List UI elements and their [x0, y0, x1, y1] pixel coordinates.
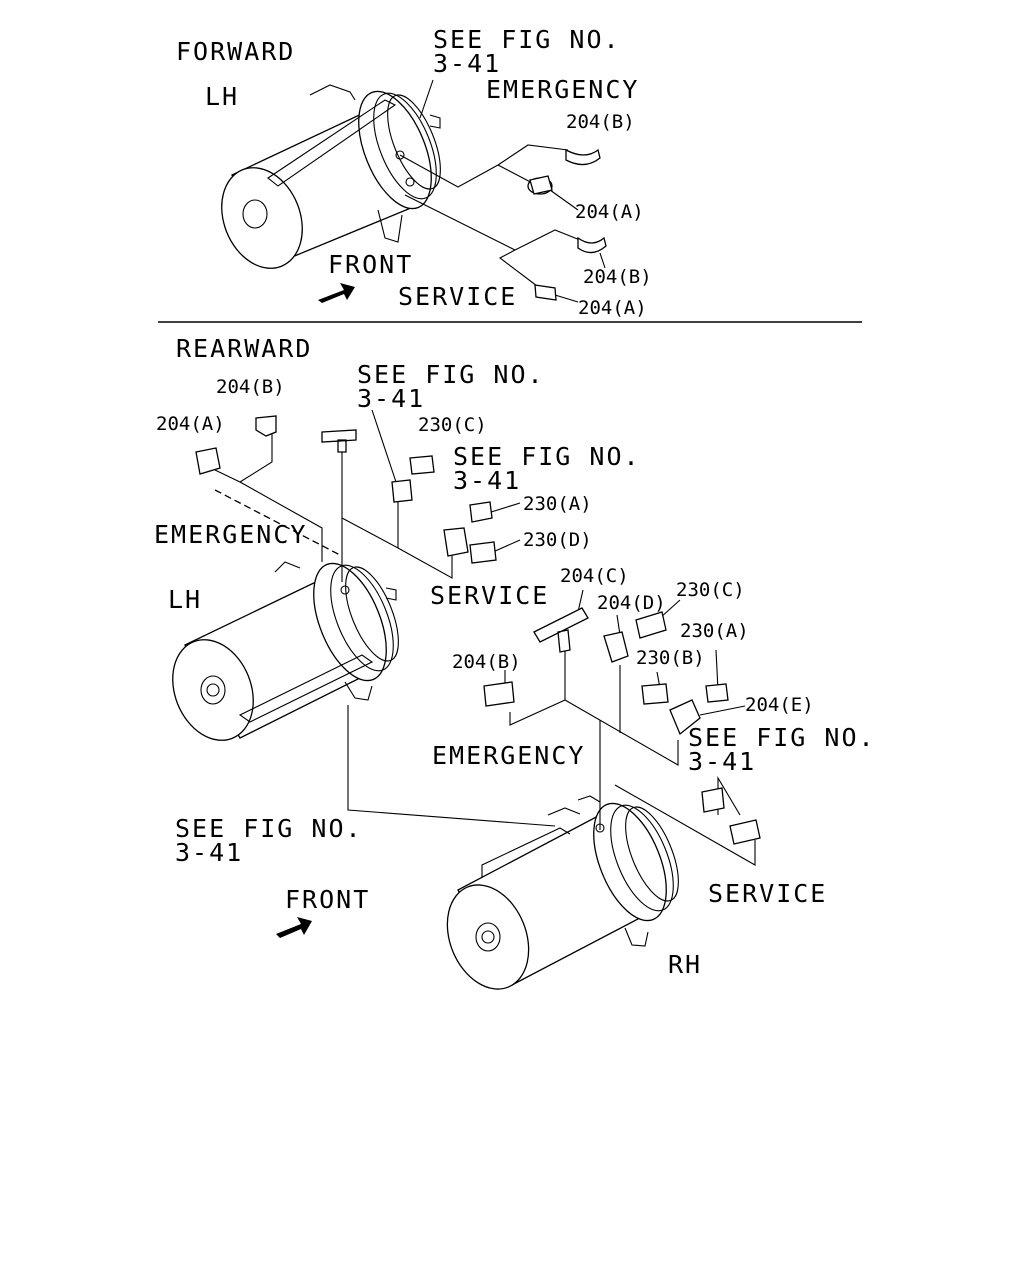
- forward-see-fig-num: 3-41: [433, 49, 501, 78]
- fitting-icon: [669, 699, 701, 736]
- part-label: 204(A): [575, 201, 644, 223]
- fitting-icon: [577, 236, 607, 254]
- compressor-rh-rear-icon: [446, 795, 679, 990]
- rearward-section: REARWARD SEE FIG NO. 3-41 SEE FIG NO. 3-…: [154, 334, 876, 990]
- compressor-lh-rear-icon: [172, 561, 399, 741]
- part-label: 204(E): [745, 694, 814, 716]
- rear-see-fig-c: SEE FIG NO.: [688, 723, 876, 752]
- fitting-icon: [469, 541, 497, 564]
- fitting-icon: [527, 175, 553, 195]
- rear-service-label-1: SERVICE: [430, 581, 549, 610]
- rear-emergency-label-1: EMERGENCY: [154, 520, 307, 549]
- front-arrow-icon: [318, 283, 355, 303]
- rear-rh-label: RH: [668, 950, 702, 979]
- fitting-icon: [534, 284, 557, 301]
- fitting-icon: [635, 611, 667, 639]
- part-label: 230(C): [418, 414, 487, 436]
- fitting-icon: [533, 607, 589, 653]
- forward-section: FORWARD LH SEE FIG NO. 3-41 EMERGENCY FR…: [176, 25, 652, 319]
- rear-see-fig-d: SEE FIG NO.: [175, 814, 363, 843]
- fitting-icon: [705, 683, 729, 703]
- part-label: 204(C): [560, 565, 629, 587]
- part-label: 204(B): [566, 111, 635, 133]
- forward-service-label: SERVICE: [398, 282, 517, 311]
- front-arrow-icon: [276, 917, 312, 938]
- part-label: 230(A): [523, 493, 592, 515]
- rearward-title: REARWARD: [176, 334, 312, 363]
- part-label: 230(C): [676, 579, 745, 601]
- rear-service-label-2: SERVICE: [708, 879, 827, 908]
- fitting-icon: [641, 683, 669, 705]
- part-label: 204(A): [578, 297, 647, 319]
- fitting-icon: [729, 819, 761, 845]
- part-label: 204(B): [583, 266, 652, 288]
- fitting-icon: [443, 527, 469, 557]
- part-label: 204(B): [452, 651, 521, 673]
- rear-see-fig-c-num: 3-41: [688, 747, 756, 776]
- rear-see-fig-b: SEE FIG NO.: [453, 442, 641, 471]
- fitting-icon: [565, 148, 601, 166]
- part-label: 204(B): [216, 376, 285, 398]
- rear-see-fig-a: SEE FIG NO.: [357, 360, 545, 389]
- part-label: 230(A): [680, 620, 749, 642]
- compressor-lh-forward-icon: [221, 84, 441, 269]
- rear-emergency-label-2: EMERGENCY: [432, 741, 585, 770]
- fitting-icon: [701, 787, 725, 813]
- fitting-icon: [483, 681, 515, 707]
- part-label: 230(D): [523, 529, 592, 551]
- rear-see-fig-b-num: 3-41: [453, 466, 521, 495]
- fitting-icon: [391, 479, 413, 503]
- fitting-icon: [195, 447, 221, 475]
- fitting-icon: [603, 631, 629, 663]
- fitting-icon: [469, 501, 493, 523]
- forward-see-fig: SEE FIG NO.: [433, 25, 621, 54]
- part-label: 204(D): [597, 592, 666, 614]
- forward-title: FORWARD: [176, 37, 295, 66]
- forward-side-label: LH: [205, 82, 239, 111]
- rear-front-label: FRONT: [285, 885, 370, 914]
- forward-front-label: FRONT: [328, 250, 413, 279]
- forward-emergency-label: EMERGENCY: [486, 75, 639, 104]
- rear-see-fig-a-num: 3-41: [357, 384, 425, 413]
- rear-see-fig-d-num: 3-41: [175, 838, 243, 867]
- fitting-icon: [321, 429, 357, 453]
- fitting-icon: [255, 415, 277, 437]
- fitting-icon: [409, 455, 435, 475]
- part-label: 230(B): [636, 647, 705, 669]
- part-label: 204(A): [156, 413, 225, 435]
- rear-lh-label: LH: [168, 585, 202, 614]
